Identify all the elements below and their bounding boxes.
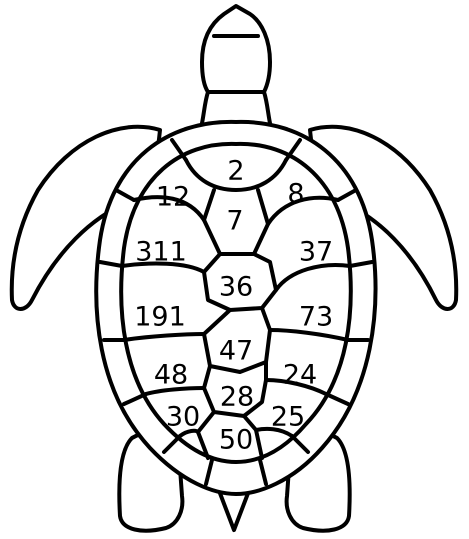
scute-label-center-2: 36 — [219, 272, 253, 303]
scute-label-right-5: 25 — [271, 402, 305, 433]
scute-label-right-4: 24 — [283, 360, 317, 391]
scute-label-bottom: 50 — [219, 425, 253, 456]
scute-label-left-4: 48 — [154, 360, 188, 391]
scute-label-left-3: 191 — [134, 302, 186, 333]
scute-label-right-3: 73 — [299, 302, 333, 333]
scute-label-center-1: 7 — [226, 206, 243, 237]
scute-label-left-1: 12 — [156, 182, 190, 213]
scute-label-left-5: 30 — [166, 402, 200, 433]
scute-label-center-3: 47 — [219, 336, 253, 367]
turtle-head — [202, 6, 270, 92]
scute-label-center-4: 28 — [220, 382, 254, 413]
scute-label-right-2: 37 — [299, 237, 333, 268]
scute-label-left-2: 311 — [135, 237, 187, 268]
scute-label-right-1: 8 — [287, 179, 304, 210]
scute-label-top: 2 — [227, 156, 244, 187]
